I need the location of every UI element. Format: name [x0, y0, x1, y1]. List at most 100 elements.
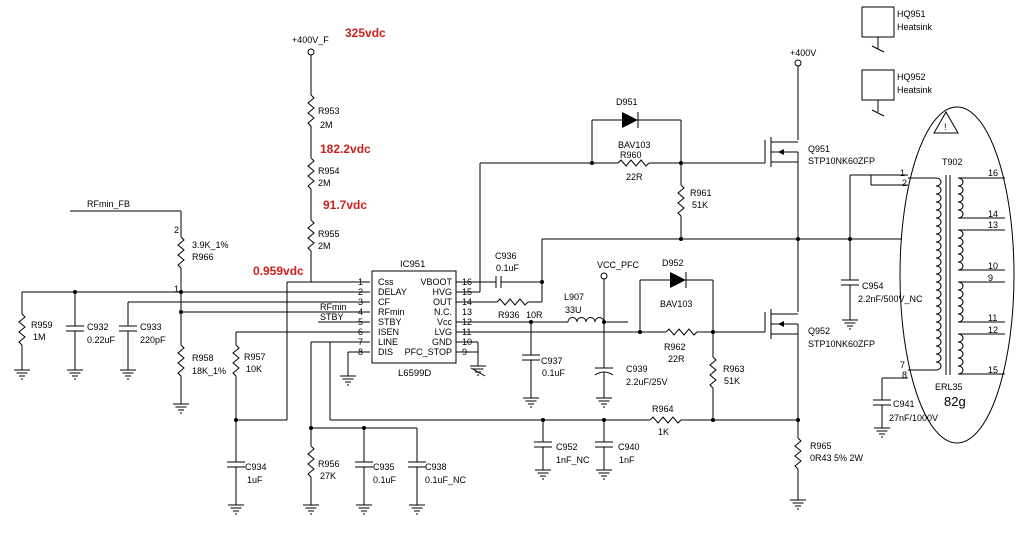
t902-pin-9: 9: [988, 273, 993, 283]
resistor-r966: [177, 236, 185, 269]
r962-ref: R962: [664, 342, 686, 352]
c952-ref: C952: [556, 442, 578, 452]
voltage-annotation-182: 182.2vdc: [320, 142, 371, 156]
resistor-r960: [617, 159, 650, 167]
r962-val: 22R: [668, 354, 685, 364]
ic-part: L6599D: [398, 368, 431, 379]
diode-d951: [622, 112, 638, 128]
primary-winding: [935, 177, 942, 371]
net-label-stby: STBY: [320, 312, 344, 322]
ic-pin-name: HVG: [432, 287, 452, 297]
secondary-winding-1: [957, 177, 964, 219]
c938-val: 0.1uF_NC: [425, 475, 467, 485]
c952-val: 1nF_NC: [556, 455, 590, 465]
t902-pin-8: 8: [902, 370, 907, 380]
ic-pin-number: 3: [358, 297, 363, 307]
c936-ref: C936: [495, 251, 517, 261]
ic-pin-name: DELAY: [378, 287, 407, 297]
net-label-400v: +400V: [790, 48, 816, 58]
resistor-r954: [307, 157, 315, 190]
t902-core: ERL35: [935, 382, 963, 392]
t902-weight: 82g: [944, 394, 966, 409]
t902-pin-7: 7: [900, 360, 905, 370]
secondary-winding-2: [957, 229, 964, 271]
inductor-l907: [567, 317, 605, 323]
high-side-gate-network: D951 BAV103 R960 22R R961 51K: [542, 97, 902, 241]
transformer-outline: [899, 106, 1015, 444]
t902-pin-12: 12: [988, 325, 998, 335]
r964-val: 1K: [658, 427, 669, 437]
q951-part: STP10NK60ZFP: [808, 156, 875, 166]
t902-pin-2: 2: [902, 178, 907, 188]
d951-ref: D951: [616, 97, 638, 107]
hv-divider-string: +400V_F R953 2M R954 2M R955 2M: [236, 35, 340, 421]
ic-left-wiring: R959 1M C932 0.22uF C933 220pF RFmin STB…: [13, 281, 370, 515]
resistor-r964: [649, 416, 682, 424]
r966-pin2: 2: [174, 225, 179, 235]
resistor-r958: [177, 344, 185, 377]
resistor-r965-group: R965 0R43 5% 2W: [789, 420, 864, 510]
net-label-rfmin-fb: RFmin_FB: [87, 199, 130, 209]
r953-val: 2M: [320, 120, 333, 130]
voltage-annotation-0959: 0.959vdc: [253, 264, 304, 278]
resistor-r956: [307, 445, 315, 478]
ic-pin-number: 2: [358, 287, 363, 297]
r954-ref: R954: [318, 166, 340, 176]
net-label-rfmin: RFmin: [320, 302, 347, 312]
l907-ref: L907: [564, 292, 584, 302]
r958-ref: R958: [192, 353, 214, 363]
hq952-label: Heatsink: [897, 85, 933, 95]
rfmin-fb-divider: RFmin_FB 2 3.9K_1% R966 1 R958 18K_1%: [70, 199, 229, 414]
warning-mark: !: [944, 122, 947, 132]
ic-pin-name: ISEN: [378, 327, 399, 337]
t902-pin-13: 13: [988, 220, 998, 230]
ic-pin-name: VBOOT: [420, 277, 452, 287]
ic-pin-number: 5: [358, 317, 363, 327]
ic-pin-number: 7: [358, 337, 363, 347]
resistor-r953: [307, 94, 315, 127]
heatsink-hq951: HQ951 Heatsink: [861, 6, 933, 53]
t902-pin-10: 10: [988, 261, 998, 271]
c933-val: 220pF: [140, 335, 166, 345]
ic-body: [371, 270, 457, 364]
r954-val: 2M: [318, 178, 331, 188]
r963-ref: R963: [723, 364, 745, 374]
ic-pin-name: RFmin: [378, 307, 405, 317]
secondary-winding-4: [957, 333, 964, 375]
resistor-r957: [232, 344, 240, 377]
isen-network: R956 27K C935 0.1uF C938 0.1uF_NC: [302, 426, 467, 515]
diode-d952: [670, 272, 686, 288]
ic-right-pins: 16VBOOT15HVG14OUT13N.C.12Vcc11LVG10GND9P…: [405, 277, 472, 357]
ic-pin-number: 13: [462, 307, 472, 317]
voltage-annotation-91: 91.7vdc: [323, 198, 367, 212]
ic-right-wiring: C936 0.1uF R936 10R L907 33U C937 0.1uF …: [456, 162, 668, 408]
warning-triangle-icon: [933, 110, 959, 134]
resistor-r955: [307, 219, 315, 252]
r956-val: 27K: [320, 471, 336, 481]
ic-ref: IC951: [400, 259, 425, 270]
transformer-t902: ! T902 ERL35 82g 1 2 7 8 16: [850, 106, 1015, 444]
hq952-ref: HQ952: [897, 72, 926, 82]
c939-val: 2.2uF/25V: [626, 377, 668, 387]
ground-symbol: [172, 403, 190, 414]
net-label-400v-f: +400V_F: [292, 35, 329, 45]
r966-ref: R966: [192, 252, 214, 262]
q951-ref: Q951: [808, 144, 830, 154]
ic-pin-name: Css: [378, 277, 394, 287]
capacitor-c941-group: C941 27nF/1000V: [873, 399, 938, 438]
c935-ref: C935: [373, 462, 395, 472]
ic-pin-name: LINE: [378, 337, 398, 347]
c937-val: 0.1uF: [542, 368, 566, 378]
t902-pin-15: 15: [988, 365, 998, 375]
r955-ref: R955: [318, 229, 340, 239]
d951-part: BAV103: [618, 140, 650, 150]
t902-ref: T902: [942, 157, 963, 167]
ic-pin-name: PFC_STOP: [405, 347, 452, 357]
r966-val: 3.9K_1%: [192, 240, 229, 250]
r959-ref: R959: [31, 320, 53, 330]
r964-ref: R964: [652, 404, 674, 414]
